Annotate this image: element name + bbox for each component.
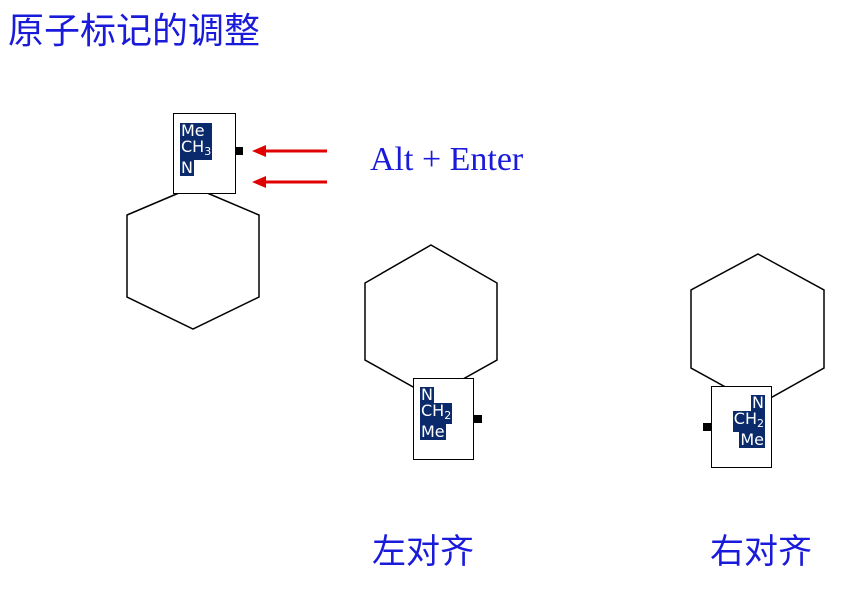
atom-label-box-right-aligned: N CH2 Me	[711, 386, 772, 468]
label-text-me: Me	[180, 123, 213, 139]
atom-label-box-top: Me CH3 N	[173, 113, 236, 194]
arrow-lower	[252, 176, 327, 188]
label-handle[interactable]	[235, 147, 243, 155]
caption-right-align: 右对齐	[710, 532, 812, 572]
label-text-n: N	[180, 158, 194, 177]
label-text-n: N	[420, 385, 434, 404]
label-text-me: Me	[420, 422, 446, 441]
hotkey-text: Alt + Enter	[370, 141, 524, 178]
label-text-ch2: CH2	[420, 401, 453, 424]
hexagon-ring-1	[126, 186, 260, 330]
label-handle[interactable]	[703, 423, 711, 431]
caption-left-align: 左对齐	[372, 532, 474, 572]
arrow-upper	[252, 145, 327, 157]
hexagon-ring-3	[690, 253, 825, 406]
label-handle[interactable]	[474, 415, 482, 423]
label-text-ch3: CH3	[180, 137, 213, 160]
label-text-me: Me	[739, 430, 765, 449]
atom-label-box-left-aligned: N CH2 Me	[413, 378, 474, 460]
label-text-ch2: CH2	[732, 409, 765, 432]
label-text-n: N	[751, 393, 765, 412]
hexagon-ring-2	[364, 244, 498, 398]
page-title: 原子标记的调整	[8, 11, 261, 52]
